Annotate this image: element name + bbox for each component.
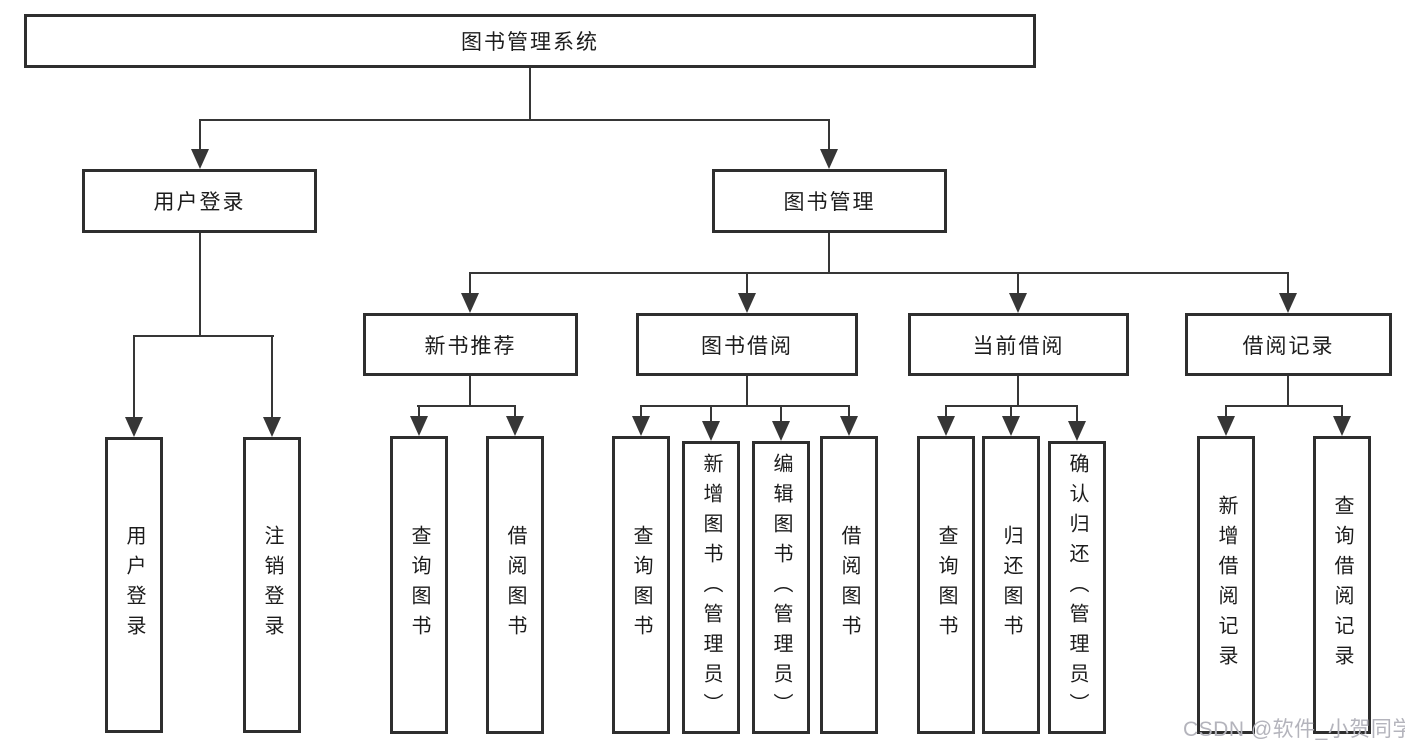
arrowhead-down-icon — [820, 149, 838, 169]
node-current-borrow: 当前借阅 — [908, 313, 1129, 376]
connector-stub — [746, 272, 748, 296]
leaf-cb-return-books: 归还图书 — [982, 436, 1040, 734]
connector-stub — [514, 405, 516, 419]
leaf-nb-query-books: 查询图书 — [390, 436, 448, 734]
connector-stub — [828, 119, 830, 151]
node-borrow-records: 借阅记录 — [1185, 313, 1392, 376]
connector-stub — [133, 335, 135, 419]
arrowhead-down-icon — [461, 293, 479, 313]
arrowhead-down-icon — [263, 417, 281, 437]
connector-group-stem — [469, 376, 471, 407]
arrowhead-down-icon — [738, 293, 756, 313]
arrowhead-down-icon — [1009, 293, 1027, 313]
leaf-bb-query-books: 查询图书 — [612, 436, 670, 734]
csdn-watermark: CSDN @软件_小贺同学 — [1183, 718, 1405, 741]
node-new-book-recommend: 新书推荐 — [363, 313, 578, 376]
connector-stub — [1076, 405, 1078, 424]
connector-book-mgmt-stem — [828, 233, 830, 274]
connector-stub — [469, 272, 471, 296]
connector-group-rail — [417, 405, 516, 407]
arrowhead-down-icon — [1279, 293, 1297, 313]
connector-stub — [1225, 405, 1227, 419]
leaf-nb-borrow-books: 借阅图书 — [486, 436, 544, 734]
connector-user-login-stem — [199, 233, 201, 337]
connector-stub — [848, 405, 850, 419]
connector-stub — [418, 405, 420, 419]
leaf-bb-edit-books-admin: 编辑图书（管理员） — [752, 441, 810, 734]
leaf-bb-add-books-admin: 新增图书（管理员） — [682, 441, 740, 734]
leaf-br-add-record: 新增借阅记录 — [1197, 436, 1255, 734]
connector-group-rail — [1225, 405, 1343, 407]
arrowhead-down-icon — [125, 417, 143, 437]
leaf-br-query-record: 查询借阅记录 — [1313, 436, 1371, 734]
arrowhead-down-icon — [191, 149, 209, 169]
connector-stub — [710, 405, 712, 424]
connector-stub — [640, 405, 642, 419]
connector-stub — [1010, 405, 1012, 419]
connector-root-stem — [529, 68, 531, 121]
node-book-borrow: 图书借阅 — [636, 313, 858, 376]
arrowhead-down-icon — [1333, 416, 1351, 436]
connector-stub — [1017, 272, 1019, 296]
arrowhead-down-icon — [1217, 416, 1235, 436]
connector-user-login-rail — [133, 335, 274, 337]
leaf-cb-confirm-return-admin: 确认归还（管理员） — [1048, 441, 1106, 734]
leaf-user-login: 用户登录 — [105, 437, 163, 733]
leaf-bb-borrow-books: 借阅图书 — [820, 436, 878, 734]
arrowhead-down-icon — [1068, 421, 1086, 441]
connector-level1-rail — [199, 119, 830, 121]
connector-stub — [271, 335, 273, 419]
node-user-login: 用户登录 — [82, 169, 317, 233]
arrowhead-down-icon — [702, 421, 720, 441]
arrowhead-down-icon — [772, 421, 790, 441]
connector-stub — [780, 405, 782, 424]
connector-group-rail — [640, 405, 850, 407]
arrowhead-down-icon — [937, 416, 955, 436]
connector-group-stem — [1287, 376, 1289, 407]
arrowhead-down-icon — [1002, 416, 1020, 436]
arrowhead-down-icon — [506, 416, 524, 436]
connector-stub — [199, 119, 201, 151]
arrowhead-down-icon — [840, 416, 858, 436]
connector-group-stem — [1017, 376, 1019, 407]
arrowhead-down-icon — [632, 416, 650, 436]
connector-level3-rail — [469, 272, 1289, 274]
leaf-logout: 注销登录 — [243, 437, 301, 733]
connector-stub — [1341, 405, 1343, 419]
connector-group-stem — [746, 376, 748, 407]
node-book-management: 图书管理 — [712, 169, 947, 233]
leaf-cb-query-books: 查询图书 — [917, 436, 975, 734]
connector-stub — [945, 405, 947, 419]
connector-stub — [1287, 272, 1289, 296]
arrowhead-down-icon — [410, 416, 428, 436]
node-root: 图书管理系统 — [24, 14, 1036, 68]
